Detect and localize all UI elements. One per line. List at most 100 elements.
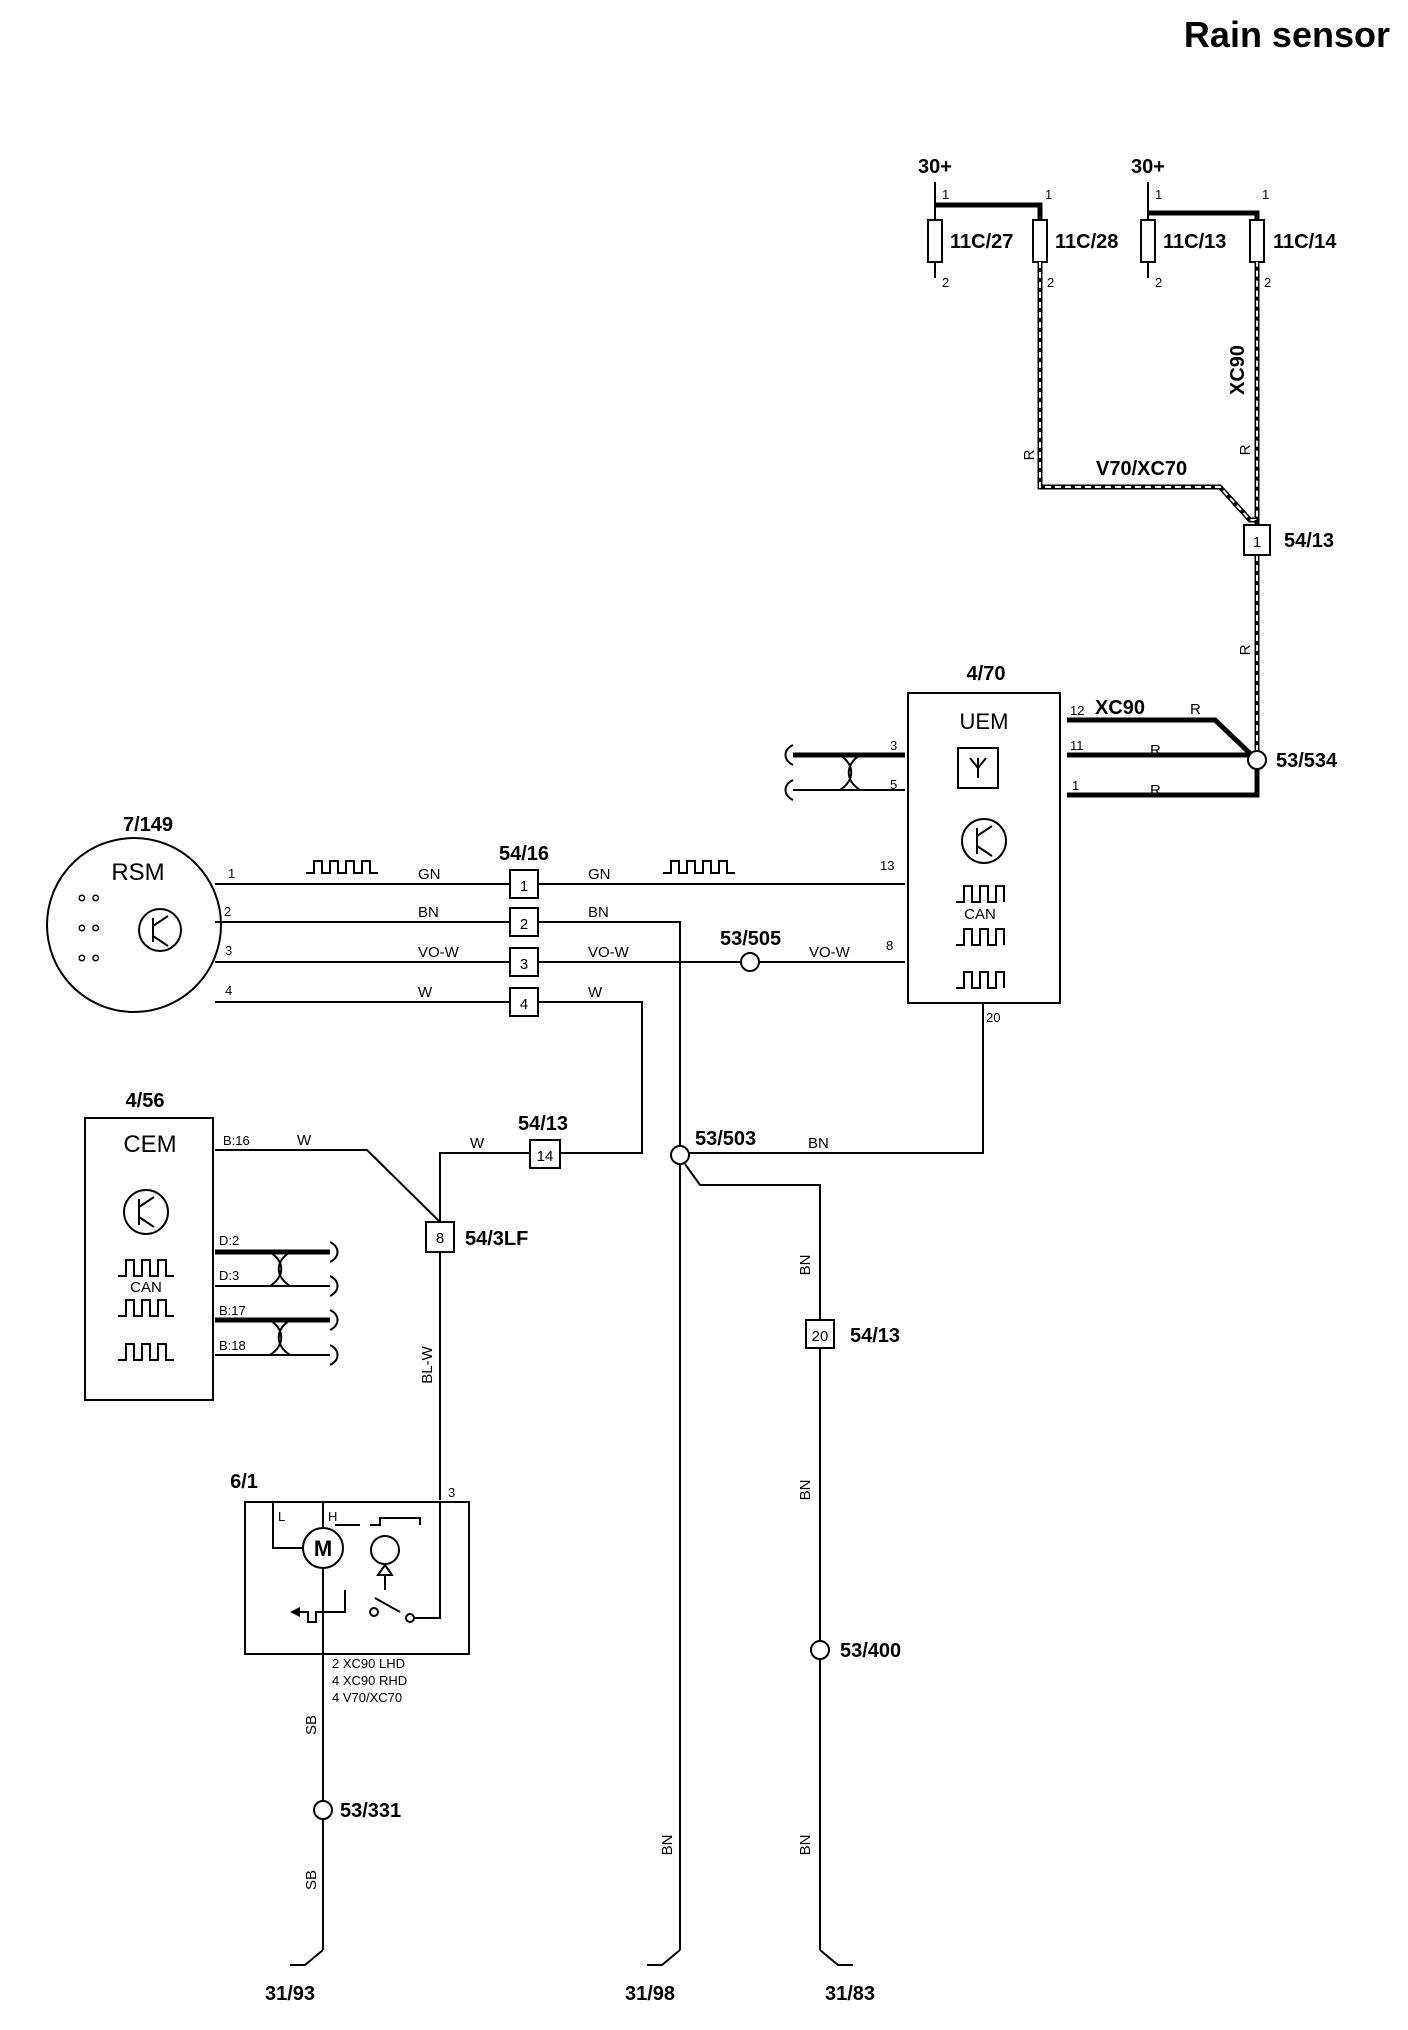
wire-color-bn: BN <box>797 1255 814 1276</box>
motor-h-label: H <box>328 1509 337 1524</box>
svg-text:∘∘: ∘∘ <box>75 915 103 940</box>
fuse-pin-label: 2 <box>1155 275 1162 290</box>
signal-icon <box>118 1299 174 1317</box>
svg-text:∘∘: ∘∘ <box>75 945 103 970</box>
wire-color-bn: BN <box>418 904 439 921</box>
wire-color-bn: BN <box>659 1835 676 1856</box>
wire-color-r: R <box>1190 701 1201 718</box>
wire-color-w: W <box>470 1135 485 1152</box>
supply-wires <box>935 202 1260 798</box>
uem-pin: 20 <box>986 1010 1000 1025</box>
wire-color-gn: GN <box>588 866 611 883</box>
motor-l-label: L <box>278 1509 285 1524</box>
wire-color-bn: BN <box>797 1835 814 1856</box>
wire-color-vow: VO-W <box>588 944 630 961</box>
wire-color-sb: SB <box>303 1715 320 1735</box>
fuse-pin-label: 1 <box>1155 187 1162 202</box>
fuse-group-2: 30+ 11C/13 11C/14 1 1 2 2 <box>1131 156 1337 290</box>
uem-variant-xc90: XC90 <box>1095 697 1145 719</box>
signal-icon <box>956 971 1005 989</box>
motor-pin: 3 <box>448 1485 455 1500</box>
cem-pin: D:3 <box>219 1268 239 1283</box>
motor-id: 6/1 <box>230 1471 258 1493</box>
connector-5413-pin20 <box>805 1319 835 1349</box>
connector-pin-label: 14 <box>537 1148 554 1165</box>
connector-label-5413: 54/13 <box>518 1113 568 1135</box>
fuse-11c27 <box>927 219 943 263</box>
wiper-motor: 6/1 M L H <box>230 1471 470 1655</box>
wire-color-r: R <box>1237 444 1254 455</box>
connector-pin-label: 3 <box>520 956 528 973</box>
wire-color-w: W <box>418 984 433 1001</box>
signal-icon <box>118 1259 174 1277</box>
wire-cem-b16 <box>215 1149 441 1223</box>
signal-icon <box>956 885 1005 903</box>
motor-ground-note: 4 V70/XC70 <box>332 1690 402 1705</box>
connector-label-5416: 54/16 <box>499 843 549 865</box>
connector-5416: 54/16 1 2 3 4 <box>499 843 549 1017</box>
uem-pin: 8 <box>886 938 893 953</box>
uem-pin: 5 <box>890 777 897 792</box>
uem-id: 4/70 <box>967 663 1006 685</box>
cem-pin: B:17 <box>219 1303 246 1318</box>
variant-label-xc90: XC90 <box>1227 345 1249 395</box>
wire-color-bn: BN <box>808 1135 829 1152</box>
fuse-label-11c28: 11C/28 <box>1055 231 1118 253</box>
fuse-pin-label: 2 <box>1047 275 1054 290</box>
splice-label-53-400: 53/400 <box>840 1640 901 1662</box>
svg-text:M: M <box>314 1536 332 1561</box>
splice-label-53-505: 53/505 <box>720 928 781 950</box>
rsm-name: RSM <box>111 859 164 886</box>
uem-name: UEM <box>960 709 1009 734</box>
connector-pin-label: 1 <box>1253 534 1261 551</box>
rain-drops-icon: ∘∘ ∘∘ ∘∘ <box>75 885 103 970</box>
connector-pin-label: 20 <box>812 1328 829 1345</box>
uem-pin: 12 <box>1070 703 1084 718</box>
uem-pin: 13 <box>880 858 894 873</box>
wire-5413-14 <box>439 1152 530 1222</box>
uem-can-label: CAN <box>964 906 996 923</box>
signal-icon <box>956 928 1005 946</box>
splice-53-505 <box>740 952 760 972</box>
wire-color-gn: GN <box>418 866 441 883</box>
wire-color-bn: BN <box>588 904 609 921</box>
fuse-11c14 <box>1249 219 1265 263</box>
cem-pin: B:16 <box>223 1133 250 1148</box>
wire-color-r: R <box>1150 782 1161 799</box>
connector-pin-label: 1 <box>520 878 528 895</box>
fuse-pin-label: 1 <box>942 187 949 202</box>
fuse-label-11c27: 11C/27 <box>950 231 1013 253</box>
switch-icon <box>370 1535 400 1565</box>
uem-can-bus <box>784 744 905 801</box>
svg-text:∘∘: ∘∘ <box>75 885 103 910</box>
rsm-pin: 1 <box>228 866 235 881</box>
cem-pin: D:2 <box>219 1233 239 1248</box>
uem-pin: 3 <box>890 738 897 753</box>
fuse-11c13 <box>1140 219 1156 263</box>
connector-5413-pin14 <box>529 1139 561 1169</box>
transistor-icon <box>961 818 1007 864</box>
fuse-pin-label: 2 <box>942 275 949 290</box>
splice-53-534 <box>1247 750 1267 770</box>
wire-color-vow: VO-W <box>809 944 851 961</box>
connector-5413-pin1 <box>1243 524 1271 556</box>
uem-pin: 1 <box>1072 778 1079 793</box>
connector-label-5413: 54/13 <box>850 1325 900 1347</box>
connector-pin-label: 8 <box>436 1230 444 1247</box>
connector-label-5413: 54/13 <box>1284 530 1334 552</box>
wire-color-bn: BN <box>797 1480 814 1501</box>
wire-color-r: R <box>1150 742 1161 759</box>
wire-color-r: R <box>1237 644 1254 655</box>
splice-label-53-534: 53/534 <box>1276 750 1338 772</box>
fuse-pin-label: 2 <box>1264 275 1271 290</box>
rsm-wires <box>215 860 905 1155</box>
wire-uem-pin20 <box>680 1003 984 1154</box>
variant-label-v70: V70/XC70 <box>1096 458 1187 480</box>
cem-module: 4/56 CEM CAN B:16 D:2 D:3 B:17 B:18 <box>84 1090 250 1401</box>
wire-color-w: W <box>297 1132 312 1149</box>
wire-color-r: R <box>1021 449 1038 460</box>
fuse-label-11c14: 11C/14 <box>1273 231 1337 253</box>
splice-53-503 <box>670 1145 690 1165</box>
wire-color-blw: BL-W <box>419 1345 436 1383</box>
